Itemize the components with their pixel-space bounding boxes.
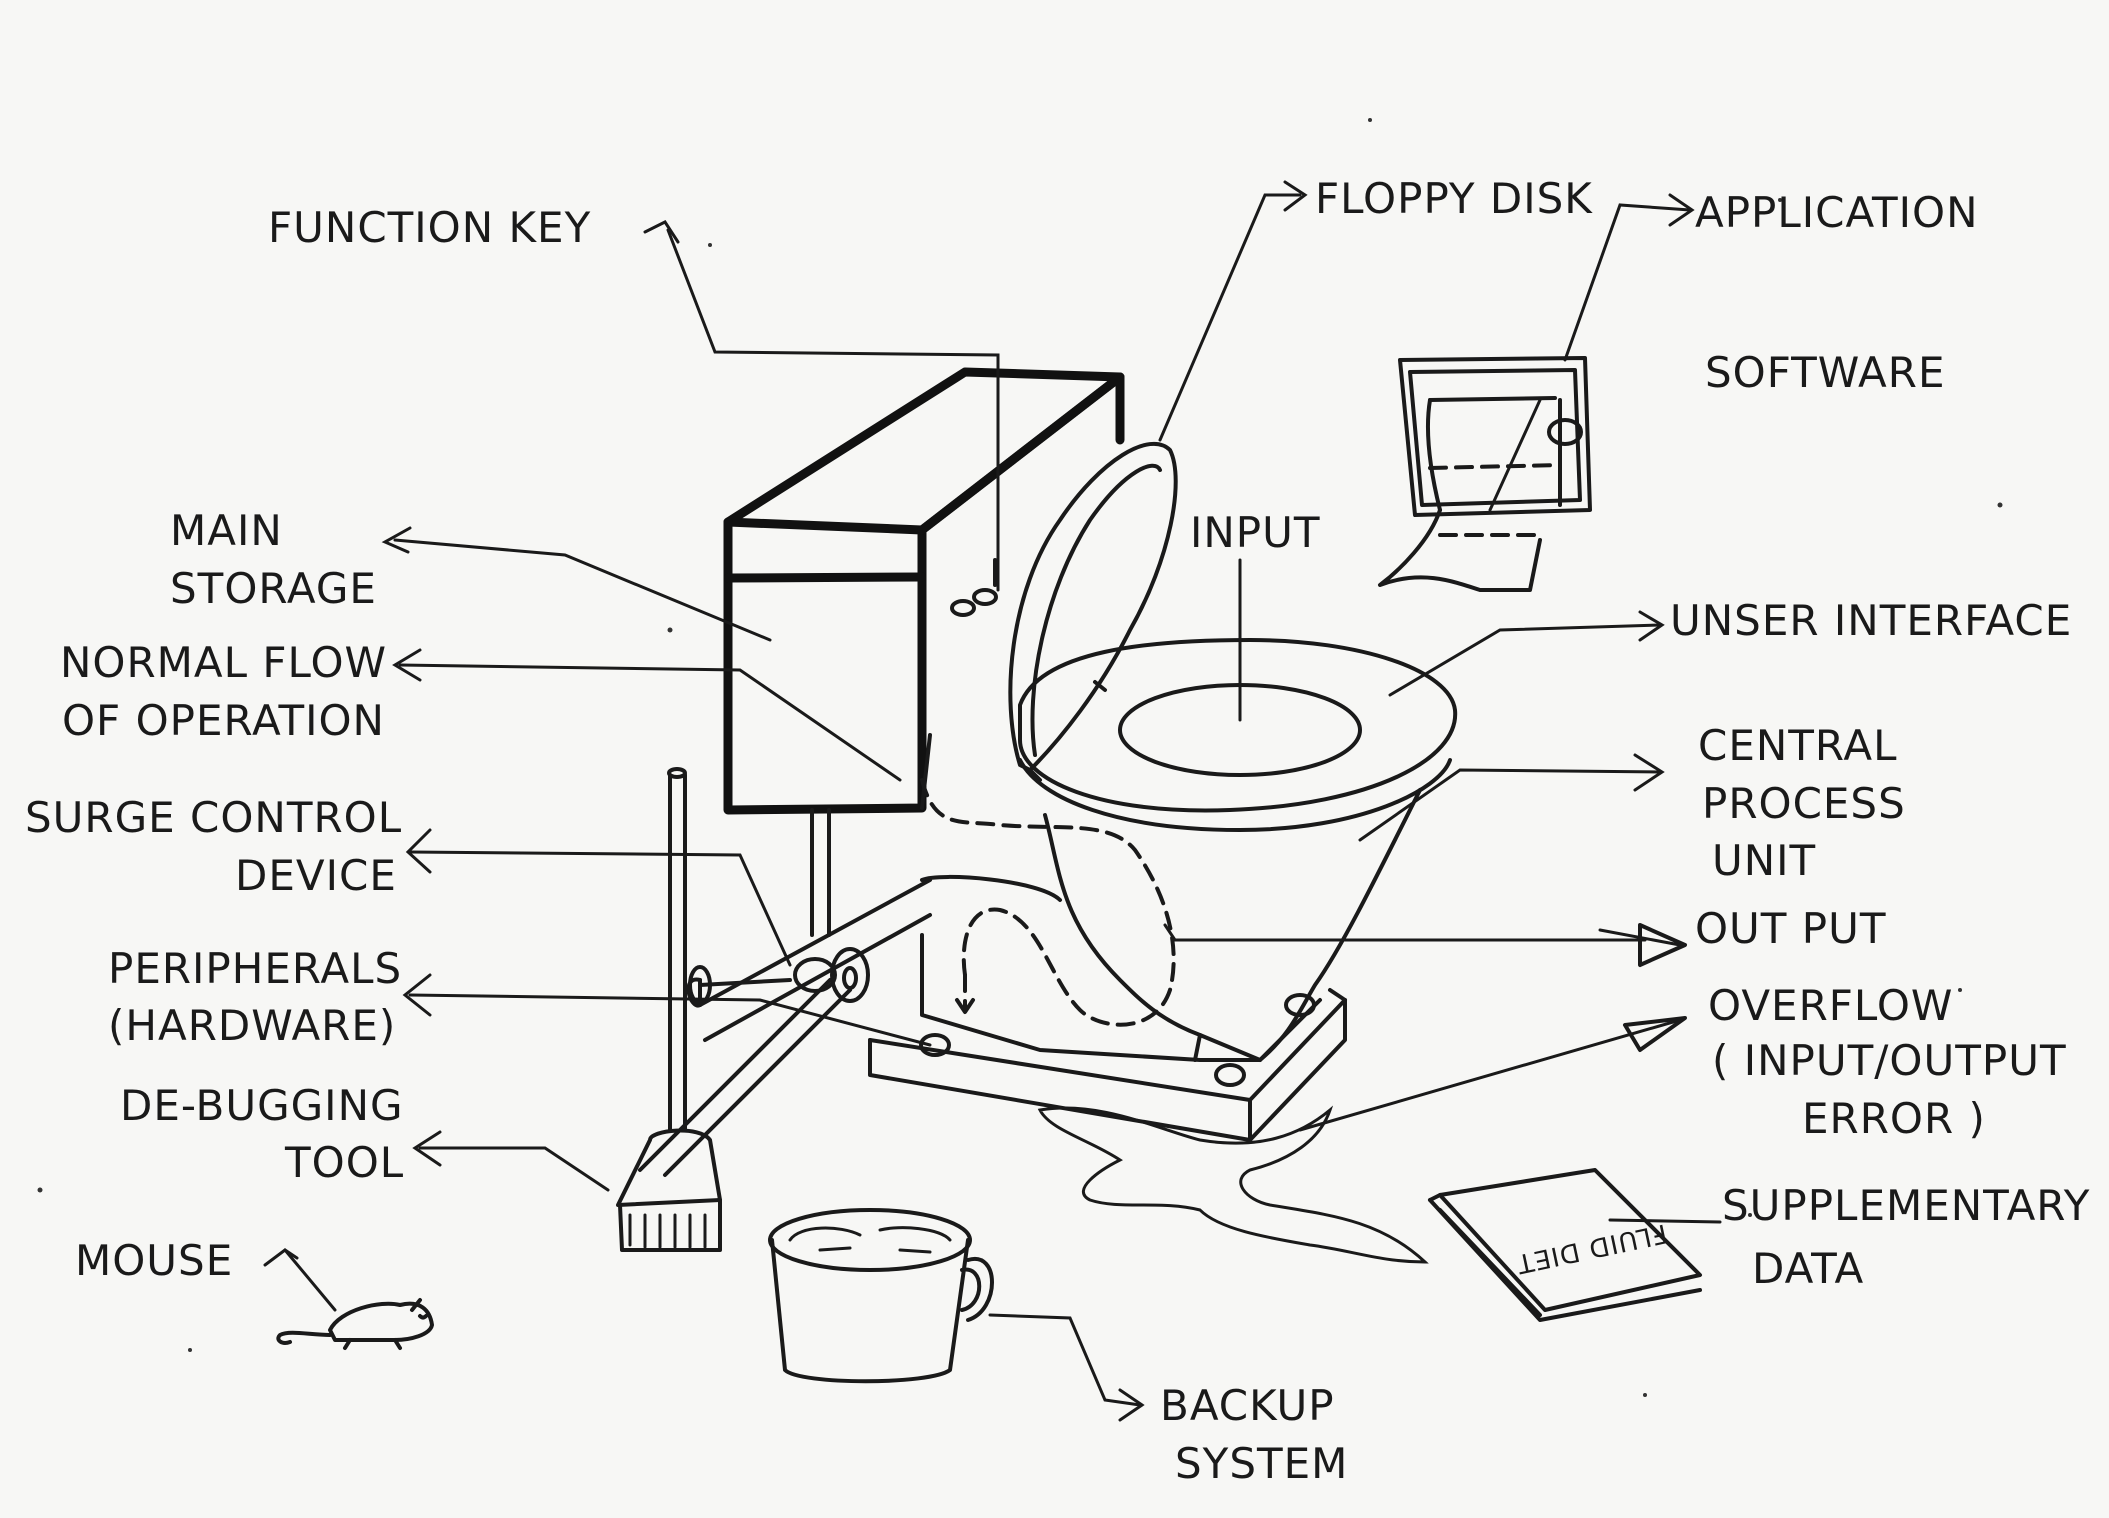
- label-peripherals-line1: PERIPHERALS: [108, 944, 403, 993]
- label-overflow-line2: ( INPUT/OUTPUT: [1712, 1036, 2067, 1085]
- label-surge-line1: SURGE CONTROL: [25, 793, 403, 842]
- label-overflow-line1: OVERFLOW: [1708, 981, 1954, 1030]
- label-mouse: MOUSE: [75, 1236, 234, 1285]
- book-drawing: [1428, 1168, 1702, 1322]
- label-main-storage-line1: MAIN: [170, 506, 283, 555]
- label-supplementary-line1: SUPPLEMENTARY: [1722, 1181, 2091, 1230]
- label-cpu-line3: UNIT: [1712, 836, 1817, 885]
- toilet-paper-drawing: [1378, 356, 1592, 592]
- label-backup-line1: BACKUP: [1160, 1381, 1335, 1430]
- leader-lines: [263, 180, 1722, 1422]
- label-debugging-line1: DE-BUGGING: [120, 1081, 404, 1130]
- label-main-storage-line2: STORAGE: [170, 564, 377, 613]
- bowl-drawing: [868, 638, 1458, 1264]
- label-output: OUT PUT: [1695, 904, 1887, 953]
- bucket-drawing: [768, 1208, 994, 1384]
- label-application: APPLICATION: [1695, 188, 1979, 237]
- seat-lid-drawing: [1008, 441, 1178, 782]
- label-debugging-line2: TOOL: [285, 1138, 405, 1187]
- label-cpu-line1: CENTRAL: [1698, 721, 1898, 770]
- cistern-drawing: [723, 367, 1125, 937]
- label-peripherals-line2: (HARDWARE): [108, 1001, 397, 1050]
- label-surge-line2: DEVICE: [235, 851, 397, 900]
- label-normal-flow-line2: OF OPERATION: [62, 696, 385, 745]
- plunger-drawing: [616, 767, 722, 1252]
- label-input: INPUT: [1190, 508, 1321, 557]
- label-floppy-disk: FLOPPY DISK: [1315, 174, 1593, 223]
- mouse-animal-drawing: [276, 1298, 434, 1350]
- label-function-key: FUNCTION KEY: [268, 203, 592, 252]
- label-overflow-line3: ERROR ): [1802, 1094, 1986, 1143]
- paper-specks: [37, 118, 2003, 1397]
- label-normal-flow-line1: NORMAL FLOW: [60, 638, 388, 687]
- pipe-valve-drawing: [638, 878, 932, 1177]
- label-cpu-line2: PROCESS: [1702, 779, 1906, 828]
- label-software: SOFTWARE: [1705, 348, 1946, 397]
- label-supplementary-line2: DATA: [1752, 1244, 1865, 1293]
- label-user-interface: UNSER INTERFACE: [1670, 596, 2073, 645]
- label-backup-line2: SYSTEM: [1175, 1439, 1349, 1488]
